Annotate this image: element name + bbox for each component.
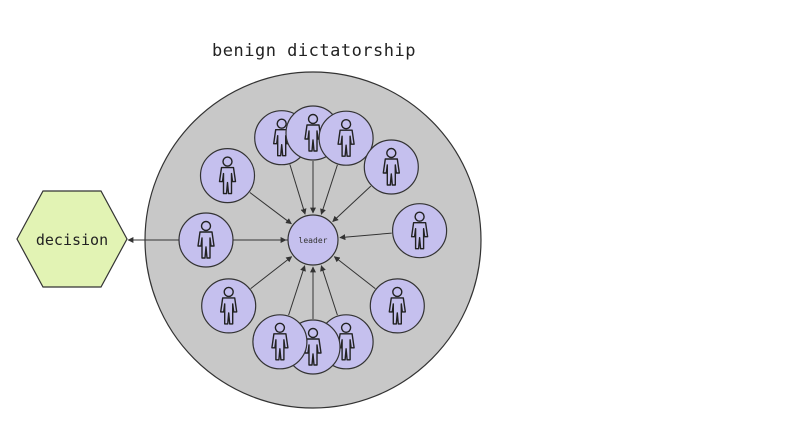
- member-circle: [178, 212, 234, 268]
- member-to-leader-arrow: [320, 265, 338, 316]
- person-icon: [410, 211, 429, 250]
- diagram-title: benign dictatorship: [212, 41, 416, 61]
- member-node: [252, 314, 308, 370]
- member-to-leader-arrow: [320, 164, 338, 215]
- member-node: [392, 203, 448, 259]
- member-circle: [252, 314, 308, 370]
- decision-node: decision: [16, 190, 128, 288]
- member-circle: [318, 110, 374, 166]
- member-node: [318, 110, 374, 166]
- member-to-leader-arrow: [339, 232, 392, 241]
- member-circle: [392, 203, 448, 259]
- member-node: [369, 278, 425, 334]
- decision-label: decision: [36, 231, 108, 249]
- member-node: [201, 278, 257, 334]
- person-icon: [337, 322, 355, 361]
- member-to-leader-arrow: [249, 192, 292, 225]
- decision-hexagon: [16, 190, 128, 288]
- person-icon: [218, 156, 237, 195]
- members-layer: [178, 105, 448, 375]
- member-to-leader-arrow: [288, 265, 306, 316]
- member-node: [363, 139, 419, 195]
- person-icon: [219, 286, 238, 325]
- person-icon: [197, 220, 215, 259]
- person-icon: [304, 327, 322, 366]
- leader-node: leader: [287, 214, 339, 266]
- member-circle: [369, 278, 425, 334]
- person-icon: [271, 322, 289, 361]
- member-to-leader-arrow: [250, 256, 293, 289]
- member-to-leader-arrow: [333, 256, 376, 289]
- member-node: [199, 148, 256, 204]
- leader-label: leader: [299, 236, 328, 245]
- person-icon: [337, 118, 355, 157]
- member-circle: [199, 148, 256, 204]
- person-icon: [382, 147, 400, 186]
- leader-circle: [287, 214, 339, 266]
- member-to-leader-arrow: [332, 185, 372, 223]
- person-icon: [388, 286, 406, 325]
- member-circle: [201, 278, 257, 334]
- member-to-leader-arrow: [289, 164, 307, 215]
- member-node: [178, 212, 234, 268]
- member-circle: [363, 139, 419, 195]
